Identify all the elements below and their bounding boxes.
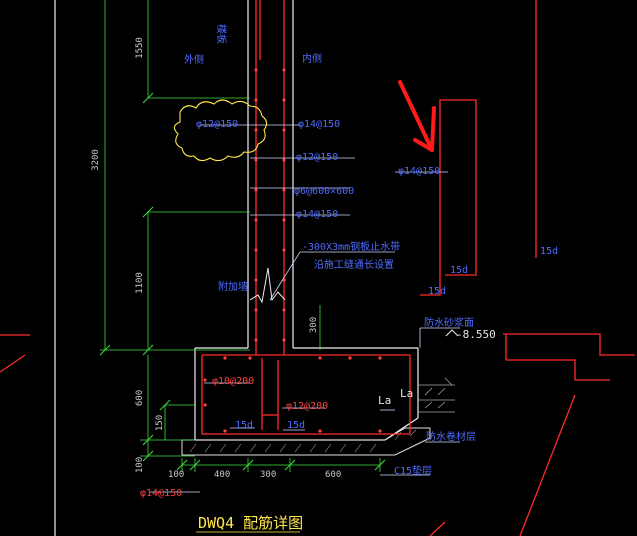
dim-h-600: 600 xyxy=(325,470,341,480)
red-arrow-annotation xyxy=(398,80,436,152)
rebar-label-12-200: φ12@200 xyxy=(286,401,328,412)
waterstop-plate xyxy=(249,267,286,304)
dim-100-vertical: 100 xyxy=(135,457,145,473)
elevation-marker xyxy=(445,329,459,337)
drawing-title: DWQ4 配筋详图 xyxy=(198,514,303,532)
dim-150: 150 xyxy=(155,415,165,431)
rebar-label-12-150-left: φ12@150 xyxy=(196,119,238,130)
note-cushion: C15垫层 xyxy=(394,464,432,477)
anchor-la-b: La xyxy=(400,387,413,400)
dimension-lines xyxy=(100,0,381,472)
leader-lines xyxy=(150,124,460,493)
note-wall: 附加墙 xyxy=(218,280,248,293)
rebar-label-14-150-right: φ14@150 xyxy=(398,166,440,177)
rebar-label-14-150-c: φ14@150 xyxy=(296,209,338,220)
anchor-la-a: La xyxy=(378,394,391,407)
anchor-15d-b: 15d xyxy=(287,420,305,431)
note-backfill-top: 防水砂浆面 xyxy=(424,316,474,329)
anchor-15d-c: 15d xyxy=(428,286,446,297)
note-outside: 外侧 xyxy=(184,53,204,66)
dim-h-400: 400 xyxy=(214,470,230,480)
c15-cushion-layer xyxy=(181,427,431,456)
note-backfill-bottom: 防水卷材层 xyxy=(426,430,476,443)
dim-1550: 1550 xyxy=(135,37,145,59)
rebar-dots xyxy=(203,68,382,433)
anchor-15d-e: 15d xyxy=(540,246,558,257)
revision-cloud xyxy=(173,99,268,162)
dimension-ticks xyxy=(99,92,386,471)
note-waterstop-2: 沿施工缝通长设置 xyxy=(314,258,394,271)
anchor-15d-a: 15d xyxy=(235,420,253,431)
rebar-label-14-150-a: φ14@150 xyxy=(298,119,340,130)
dim-600: 600 xyxy=(135,390,145,406)
rebar-label-10-200: φ10@200 xyxy=(212,376,254,387)
dim-1100: 1100 xyxy=(135,272,145,294)
backfill-hatch xyxy=(418,377,455,413)
elevation-label: -8.550 xyxy=(456,328,496,341)
note-inside: 内侧 xyxy=(302,52,322,65)
note-waterstop: -300X3mm钢板止水带 xyxy=(302,240,400,253)
dim-3200: 3200 xyxy=(91,149,101,171)
rebar-label-12-150-b: φ12@150 xyxy=(296,152,338,163)
anchor-15d-d: 15d xyxy=(450,265,468,276)
dim-h-300: 300 xyxy=(260,470,276,480)
rebar-label-14-150-bottom: φ14@150 xyxy=(140,488,182,499)
dim-300-vertical: 300 xyxy=(309,317,319,333)
rebar-label-6-600: φ6@600×600 xyxy=(294,186,354,197)
note-top-slab: 楼板 xyxy=(215,24,228,44)
dim-h-100: 100 xyxy=(168,470,184,480)
